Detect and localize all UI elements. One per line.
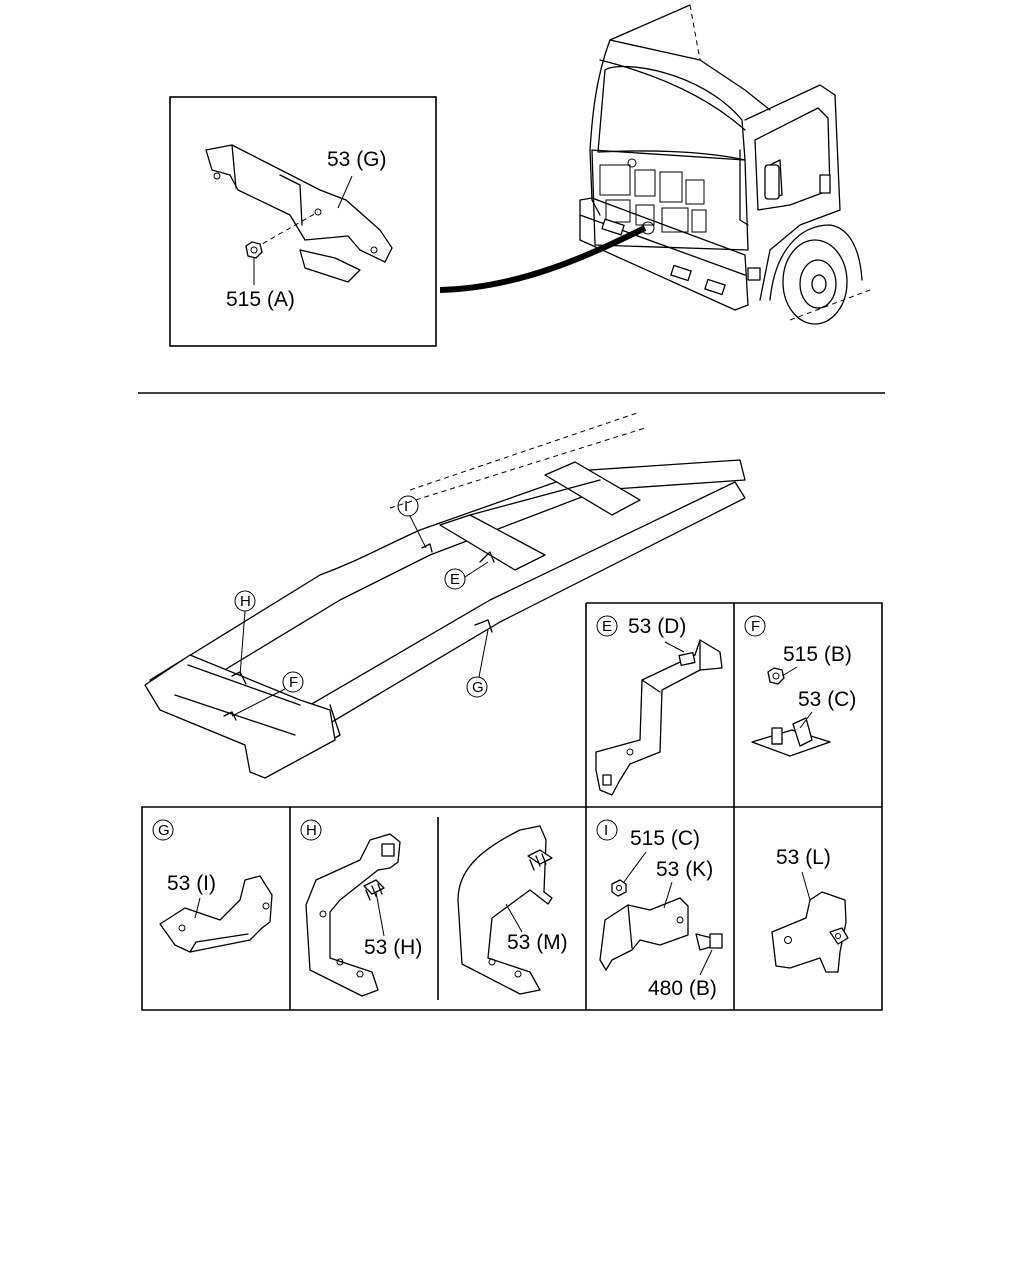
svg-text:E: E: [450, 571, 460, 588]
inset-detail-box: [169, 96, 437, 347]
panel-h-marker: [300, 819, 322, 841]
frame-marker-h: H: [234, 590, 256, 677]
callout-515-a: 515 (A): [226, 288, 295, 311]
svg-text:H: H: [240, 593, 251, 610]
callout-53-m: 53 (M): [507, 931, 568, 954]
panel-e: E: [595, 615, 723, 796]
detail-grid: [141, 602, 883, 1011]
svg-text:G: G: [158, 822, 170, 839]
callout-53-c: 53 (C): [798, 688, 856, 711]
panel-g: G: [152, 819, 273, 953]
panel-i: I: [596, 819, 723, 971]
panel-g-marker: [152, 819, 174, 841]
panel-f: F: [744, 615, 831, 757]
callout-53-h: 53 (H): [364, 936, 422, 959]
svg-text:E: E: [602, 618, 612, 635]
panel-i-marker: [596, 819, 618, 841]
svg-text:I: I: [604, 822, 608, 839]
callout-53-l: 53 (L): [776, 846, 831, 869]
callout-53-g: 53 (G): [327, 148, 387, 171]
callout-53-k: 53 (K): [656, 858, 713, 881]
callout-515-b: 515 (B): [783, 643, 852, 666]
svg-text:G: G: [472, 679, 484, 696]
frame-marker-i: I: [397, 495, 427, 549]
callout-480-b: 480 (B): [648, 977, 717, 1000]
svg-text:F: F: [289, 674, 298, 691]
inset-leader-line: [439, 225, 647, 293]
panel-f-marker: [744, 615, 766, 637]
frame-marker-f: F: [231, 671, 304, 717]
panel-h: H: [300, 819, 553, 997]
svg-text:F: F: [751, 618, 760, 635]
truck-cab-illustration: [579, 4, 871, 325]
svg-text:I: I: [404, 498, 408, 515]
frame-marker-e: E: [444, 561, 489, 590]
callout-53-d: 53 (D): [628, 615, 686, 638]
panel-l: [771, 891, 849, 973]
callout-53-i: 53 (I): [167, 872, 216, 895]
panel-e-marker: [596, 615, 618, 637]
svg-text:H: H: [306, 822, 317, 839]
frame-marker-g: G: [466, 629, 489, 698]
chassis-frame-illustration: [144, 411, 746, 779]
callout-515-c: 515 (C): [630, 827, 700, 850]
